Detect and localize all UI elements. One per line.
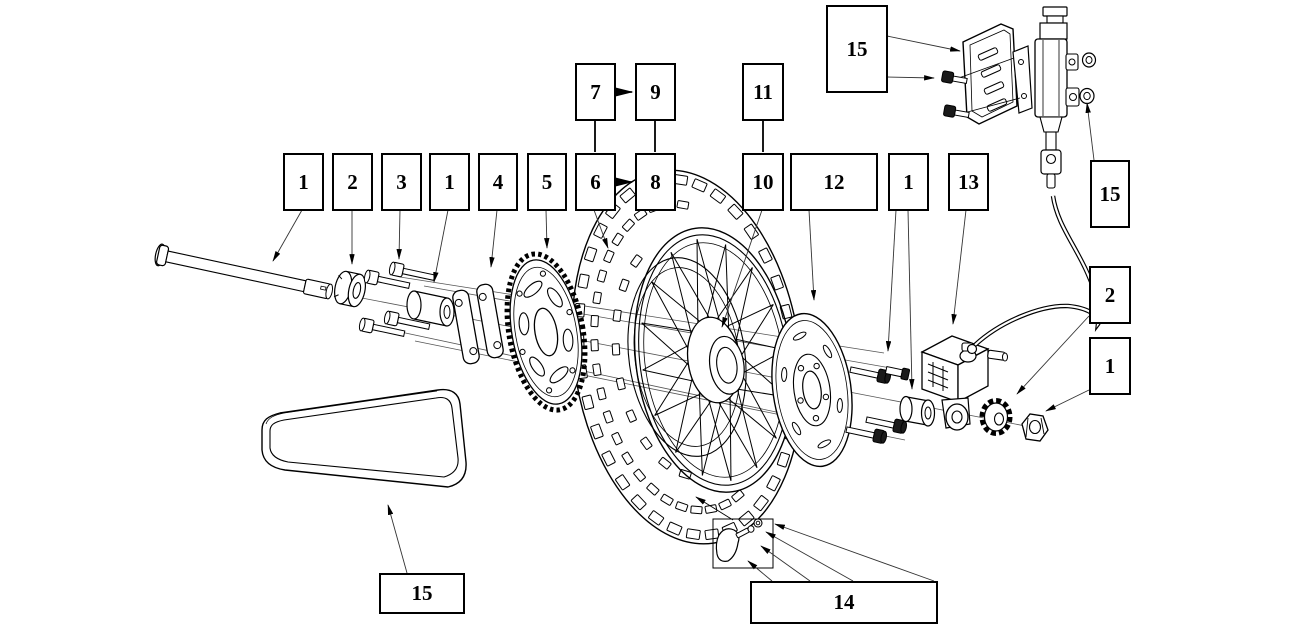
sprocket-holes	[516, 270, 576, 394]
drive-chain-drawing	[261, 388, 467, 488]
callout-wheel-spacer-left: 1	[429, 153, 470, 211]
callout-sprocket-bolts: 3	[381, 153, 422, 211]
callout-adjuster-cam: 2	[1089, 266, 1131, 324]
callout-connectors	[594, 87, 764, 187]
adjuster-collar-drawing	[333, 270, 366, 308]
disc-bolts-drawing	[845, 365, 911, 444]
caliper-spacer-drawing	[899, 394, 936, 427]
leader-lines	[272, 35, 1095, 582]
disc-holes	[781, 331, 843, 449]
rim-lock-detail	[695, 496, 774, 569]
callout-axle-adjuster-collar: 2	[332, 153, 373, 211]
caliper-guard-drawing	[941, 23, 1033, 125]
wheel-spokes	[641, 239, 787, 481]
wheel-drawing	[633, 227, 795, 493]
callout-rear-axle: 1	[283, 153, 324, 211]
callout-brake-caliper: 13	[948, 153, 989, 211]
sprocket-carrier-drawing	[452, 283, 504, 365]
callout-brake-disc: 12	[790, 153, 878, 211]
wheel-spacer-drawing	[406, 288, 455, 327]
callout-caliper-guard: 15	[826, 5, 888, 93]
callout-drive-chain: 15	[379, 573, 465, 614]
callout-master-cylinder-nuts: 15	[1090, 160, 1130, 228]
callout-tire: 6	[575, 153, 616, 211]
callout-rim-linked: 11	[742, 63, 784, 121]
callout-tire-linked: 7	[575, 63, 616, 121]
callout-tube-linked: 9	[635, 63, 676, 121]
callout-sprocket-carrier: 4	[478, 153, 518, 211]
adjuster-cam-drawing	[979, 398, 1013, 436]
brake-caliper-drawing	[920, 335, 1008, 431]
rear-sprocket-drawing	[504, 251, 588, 413]
sprocket-bolts-drawing	[358, 261, 436, 337]
master-cylinder-nuts-drawing	[1079, 52, 1097, 105]
callout-axle-nut: 1	[1089, 337, 1131, 395]
callout-rear-sprocket: 5	[527, 153, 567, 211]
callout-rear-wheel: 10	[742, 153, 784, 211]
master-cylinder-drawing	[1034, 6, 1080, 189]
callout-disc-bolts: 1	[888, 153, 929, 211]
axle-nut-drawing	[1021, 413, 1049, 442]
rear-axle-drawing	[154, 243, 334, 300]
brake-disc-drawing	[771, 312, 853, 468]
brake-hose-drawing	[966, 195, 1103, 355]
callout-rim-lock-kit: 14	[750, 581, 938, 624]
callout-inner-tube: 8	[635, 153, 676, 211]
